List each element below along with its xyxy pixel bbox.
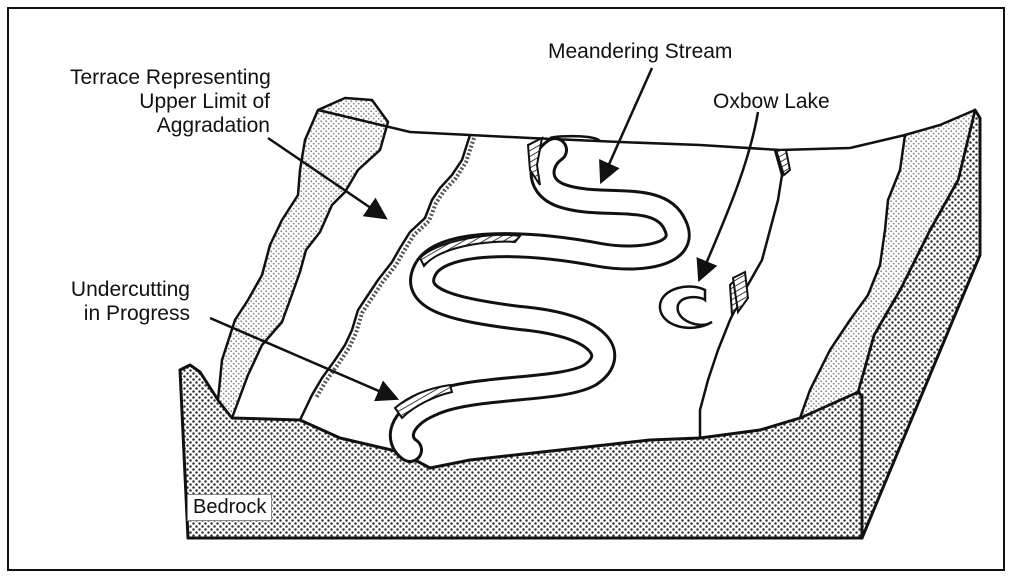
oxbow-lake-shape <box>660 286 712 327</box>
bedrock-label: Bedrock <box>187 494 272 521</box>
undercutting-label: Undercutting in Progress <box>30 278 190 326</box>
terrace-label-line2: Upper Limit of <box>70 90 270 114</box>
terrace-label-line1: Terrace Representing <box>70 66 270 90</box>
undercutting-label-line1: Undercutting <box>30 278 190 302</box>
upland-surface-edge <box>318 110 905 150</box>
left-valley-wall <box>218 98 388 418</box>
oxbow-lake-arrow <box>700 112 758 278</box>
terrace-label-line3: Aggradation <box>70 114 270 138</box>
terrace-label: Terrace Representing Upper Limit of Aggr… <box>70 66 270 138</box>
oxbow-lake-label: Oxbow Lake <box>713 90 830 114</box>
meandering-stream-arrow <box>602 68 652 180</box>
undercutting-label-line2: in Progress <box>30 302 190 326</box>
meandering-stream-label: Meandering Stream <box>548 40 732 64</box>
